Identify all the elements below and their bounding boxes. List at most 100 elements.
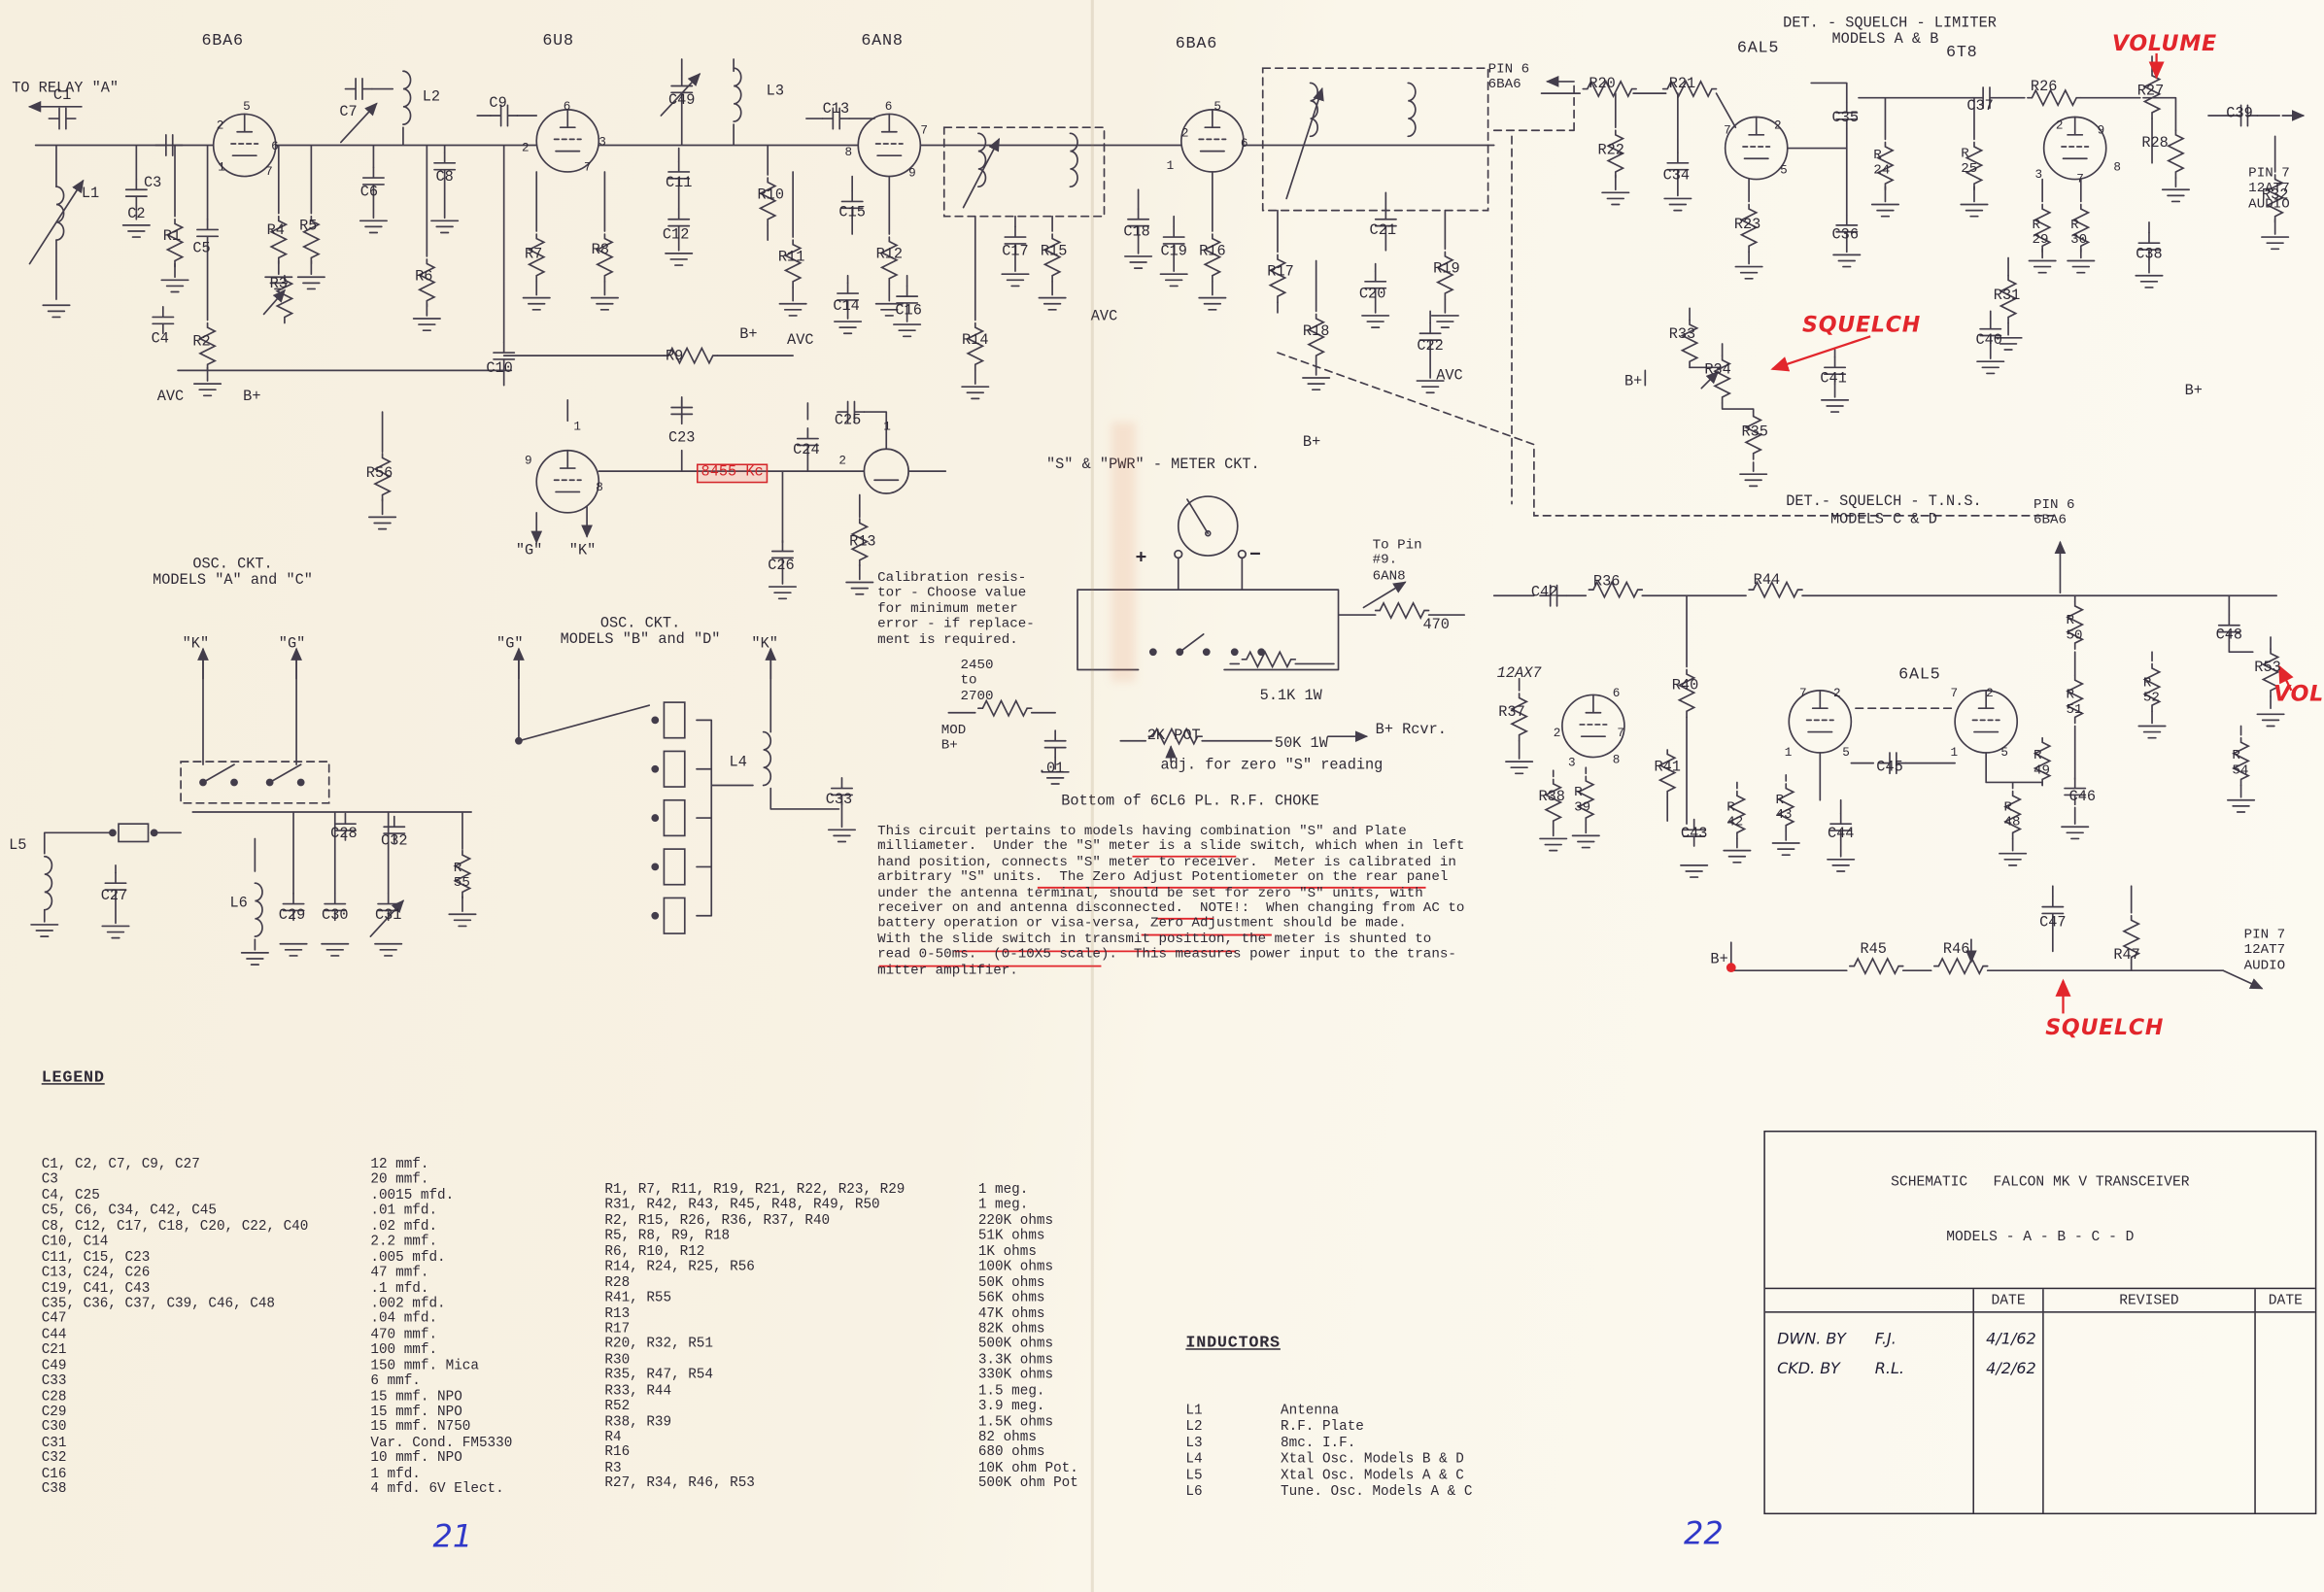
schematic-label: "K" (568, 543, 597, 560)
schematic-label: R32 (2261, 187, 2289, 205)
schematic-label: C38 (2136, 247, 2163, 264)
schematic-label: C23 (668, 430, 696, 448)
schematic-label: R7 (525, 247, 543, 264)
legend-refs: C38 (41, 1480, 67, 1498)
resistor-refs: R4 (604, 1428, 622, 1445)
resistor-refs: R35, R47, R54 (604, 1366, 713, 1383)
legend-refs: C47 (41, 1310, 67, 1327)
schematic-label: 7 (920, 124, 928, 138)
schematic-label: 1 (573, 421, 581, 434)
schematic-label: L6 (229, 896, 248, 913)
schematic-label: MODELS C & D (1829, 512, 1937, 529)
schematic-label: 3 (598, 136, 606, 151)
schematic-label: C1 (52, 88, 72, 106)
schematic-label: B+ (739, 327, 758, 344)
section-models-a-b: MODELS A & B (1831, 32, 1939, 50)
legend-row: C5, C6, C34, C42, C45.01 mfd. (42, 1202, 513, 1219)
legend-refs: C3 (41, 1170, 58, 1188)
schematic-label: 5 (1780, 164, 1788, 179)
schematic-label: C6 (359, 185, 379, 202)
arrow-lines (27, 73, 2306, 990)
resistor-value: 51K ohms (977, 1227, 1045, 1244)
note-pin7-audio-limiter: PIN 7 12AT7 AUDIO (2248, 164, 2290, 212)
annotation-squelch-top: SQUELCH (1802, 314, 1922, 338)
schematic-label: R 42 (1726, 798, 1744, 830)
schematic-label: C31 (374, 908, 402, 925)
schematic-label: R 39 (1574, 783, 1591, 816)
resistor-value: 1 meg. (977, 1180, 1029, 1198)
schematic-label: To Pin #9. 6AN8 (1372, 536, 1422, 584)
schematic-label: R16 (1199, 244, 1226, 261)
schematic-label: C45 (1876, 760, 1903, 777)
schematic-label: R21 (1668, 77, 1696, 94)
legend-value: 20 mmf. (370, 1170, 429, 1188)
resistor-refs: R14, R24, R25, R56 (604, 1258, 755, 1275)
schematic-label: 5.1K 1W (1259, 689, 1322, 706)
schematic-label: 7 (1724, 124, 1731, 138)
schematic-label: 3 (2034, 168, 2043, 183)
resistor-refs: R6, R10, R12 (604, 1242, 705, 1260)
schematic-label: R11 (777, 250, 805, 267)
schematic-label: R6 (415, 269, 433, 287)
schematic-label: R13 (849, 534, 876, 552)
schematic-label: R17 (1267, 265, 1294, 282)
schematic-label: C43 (1680, 827, 1708, 844)
legend-value: .1 mfd. (370, 1279, 429, 1297)
resistor-value: 3.3K ohms (977, 1350, 1054, 1368)
resistor-refs: R17 (604, 1320, 631, 1337)
legend-value: 15 mmf. N750 (370, 1418, 471, 1436)
schematic-label: R 55 (453, 859, 470, 892)
schematic-label: AVC (1090, 309, 1118, 326)
schematic-label: R5 (299, 219, 318, 236)
schematic-label: 5 (1213, 100, 1221, 115)
legend-refs: C13, C24, C26 (41, 1264, 151, 1281)
tube-label-6ba6-2: 6BA6 (1175, 35, 1218, 53)
schematic-label: R 54 (2232, 746, 2249, 779)
schematic-label: L1 (81, 186, 100, 203)
schematic-label: R 48 (2003, 798, 2021, 830)
legend-value: 15 mmf. NPO (370, 1387, 462, 1405)
schematic-label: 2 (521, 142, 530, 156)
section-det-squelch-tns: DET.- SQUELCH - T.N.S. (1786, 494, 1982, 512)
page-fold-line (1090, 0, 1094, 1592)
schematic-label: 6 (1612, 687, 1621, 701)
schematic-label: 7 (265, 165, 273, 180)
schematic-label: C3 (143, 176, 162, 193)
title-block-header: DATE REVISED DATE (1764, 1287, 2315, 1313)
inductor-ref: L4 (1185, 1450, 1203, 1468)
schematic-label: 50K 1W (1274, 736, 1328, 753)
resistor-value: 220K ohms (977, 1211, 1054, 1229)
tube-label-6al5-tns: 6AL5 (1898, 666, 1941, 685)
tube-label-6u8: 6U8 (542, 32, 574, 51)
title-block-date-line: 4/2/62 (1986, 1360, 2036, 1378)
schematic-label: C13 (822, 102, 850, 119)
schematic-label: C21 (1369, 223, 1397, 241)
title-block-blank-header (1765, 1289, 1973, 1311)
resistor-refs: R2, R15, R26, R36, R37, R40 (604, 1211, 831, 1229)
schematic-label: R22 (1597, 143, 1624, 160)
schematic-label: "K" (751, 636, 778, 654)
annotation-8455kc: 8455 Kc (696, 463, 769, 484)
title-block-date2-cell (2254, 1312, 2315, 1513)
resistor-refs: R28 (604, 1273, 631, 1291)
schematic-label: 2 (1180, 127, 1189, 141)
schematic-label: C8 (435, 170, 454, 187)
schematic-label: R28 (2141, 136, 2169, 153)
schematic-label: 2K POT (1146, 728, 1201, 746)
